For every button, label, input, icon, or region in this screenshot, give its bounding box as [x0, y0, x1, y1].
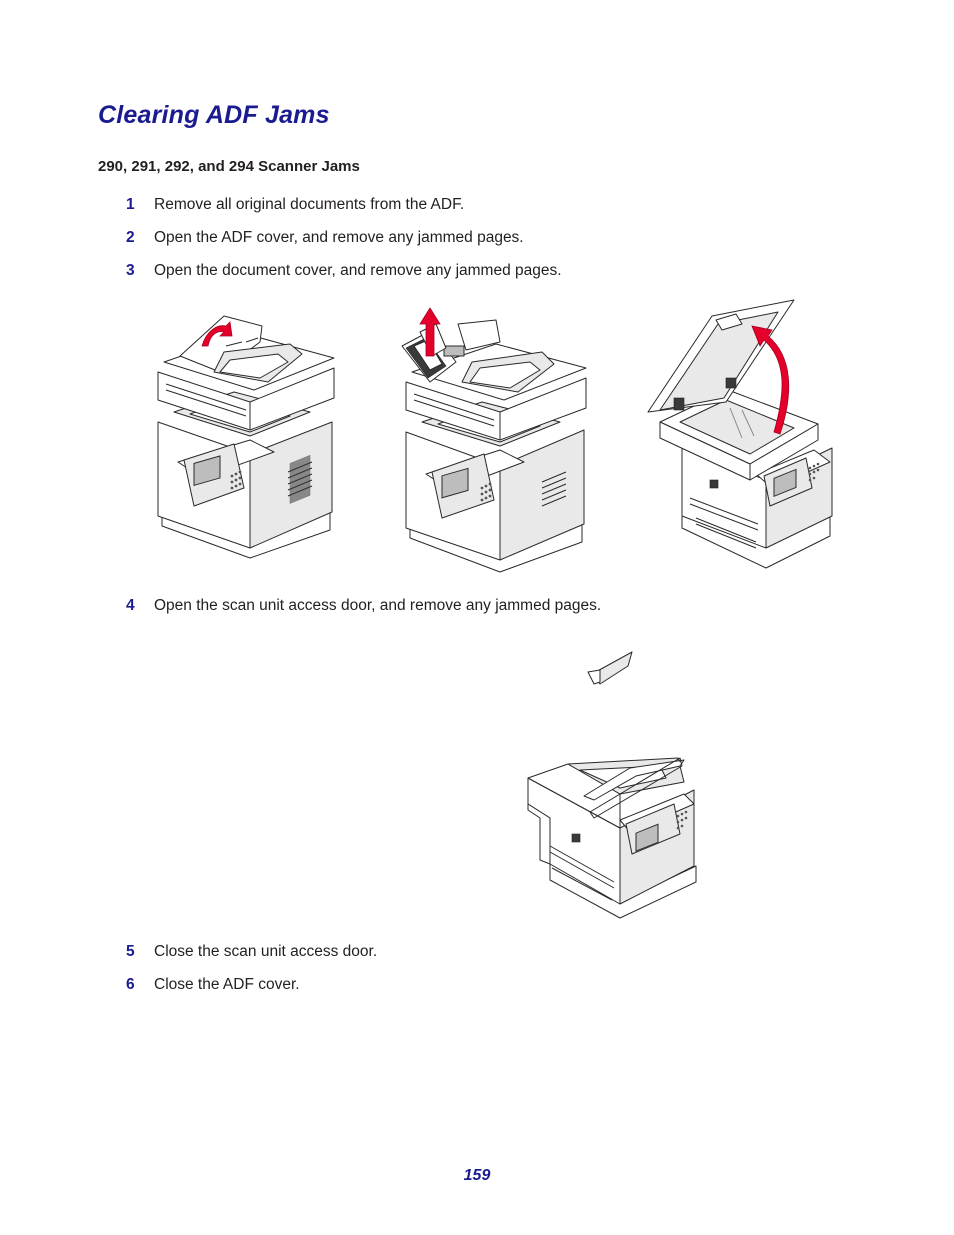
- printer-scan-unit-door-illustration: [527, 651, 697, 919]
- step-text: Open the scan unit access door, and remo…: [154, 597, 602, 614]
- step-number: 6: [126, 976, 135, 993]
- printer-adf-cover-open-illustration: [401, 307, 587, 573]
- step-3: 3 Open the document cover, and remove any…: [126, 262, 562, 280]
- section-subheading: 290, 291, 292, and 294 Scanner Jams: [98, 158, 360, 175]
- step-text: Close the scan unit access door.: [154, 943, 378, 960]
- step-number: 2: [126, 229, 135, 246]
- step-text: Remove all original documents from the A…: [154, 196, 465, 213]
- step-number: 4: [126, 597, 135, 614]
- printer-adf-illustration: [157, 315, 335, 559]
- step-4: 4 Open the scan unit access door, and rem…: [126, 597, 601, 615]
- step-text: Open the ADF cover, and remove any jamme…: [154, 229, 524, 246]
- step-number: 1: [126, 196, 135, 213]
- step-text: Open the document cover, and remove any …: [154, 262, 562, 279]
- page-number: 159: [463, 1167, 491, 1184]
- step-number: 3: [126, 262, 135, 279]
- step-text: Close the ADF cover.: [154, 976, 300, 993]
- step-1: 1 Remove all original documents from the …: [126, 196, 464, 214]
- step-number: 5: [126, 943, 135, 960]
- step-2: 2 Open the ADF cover, and remove any jamm…: [126, 229, 524, 247]
- printer-document-cover-open-illustration: [647, 299, 833, 569]
- step-6: 6 Close the ADF cover.: [126, 976, 300, 994]
- page-title: Clearing ADF Jams: [98, 101, 330, 129]
- step-5: 5 Close the scan unit access door.: [126, 943, 377, 961]
